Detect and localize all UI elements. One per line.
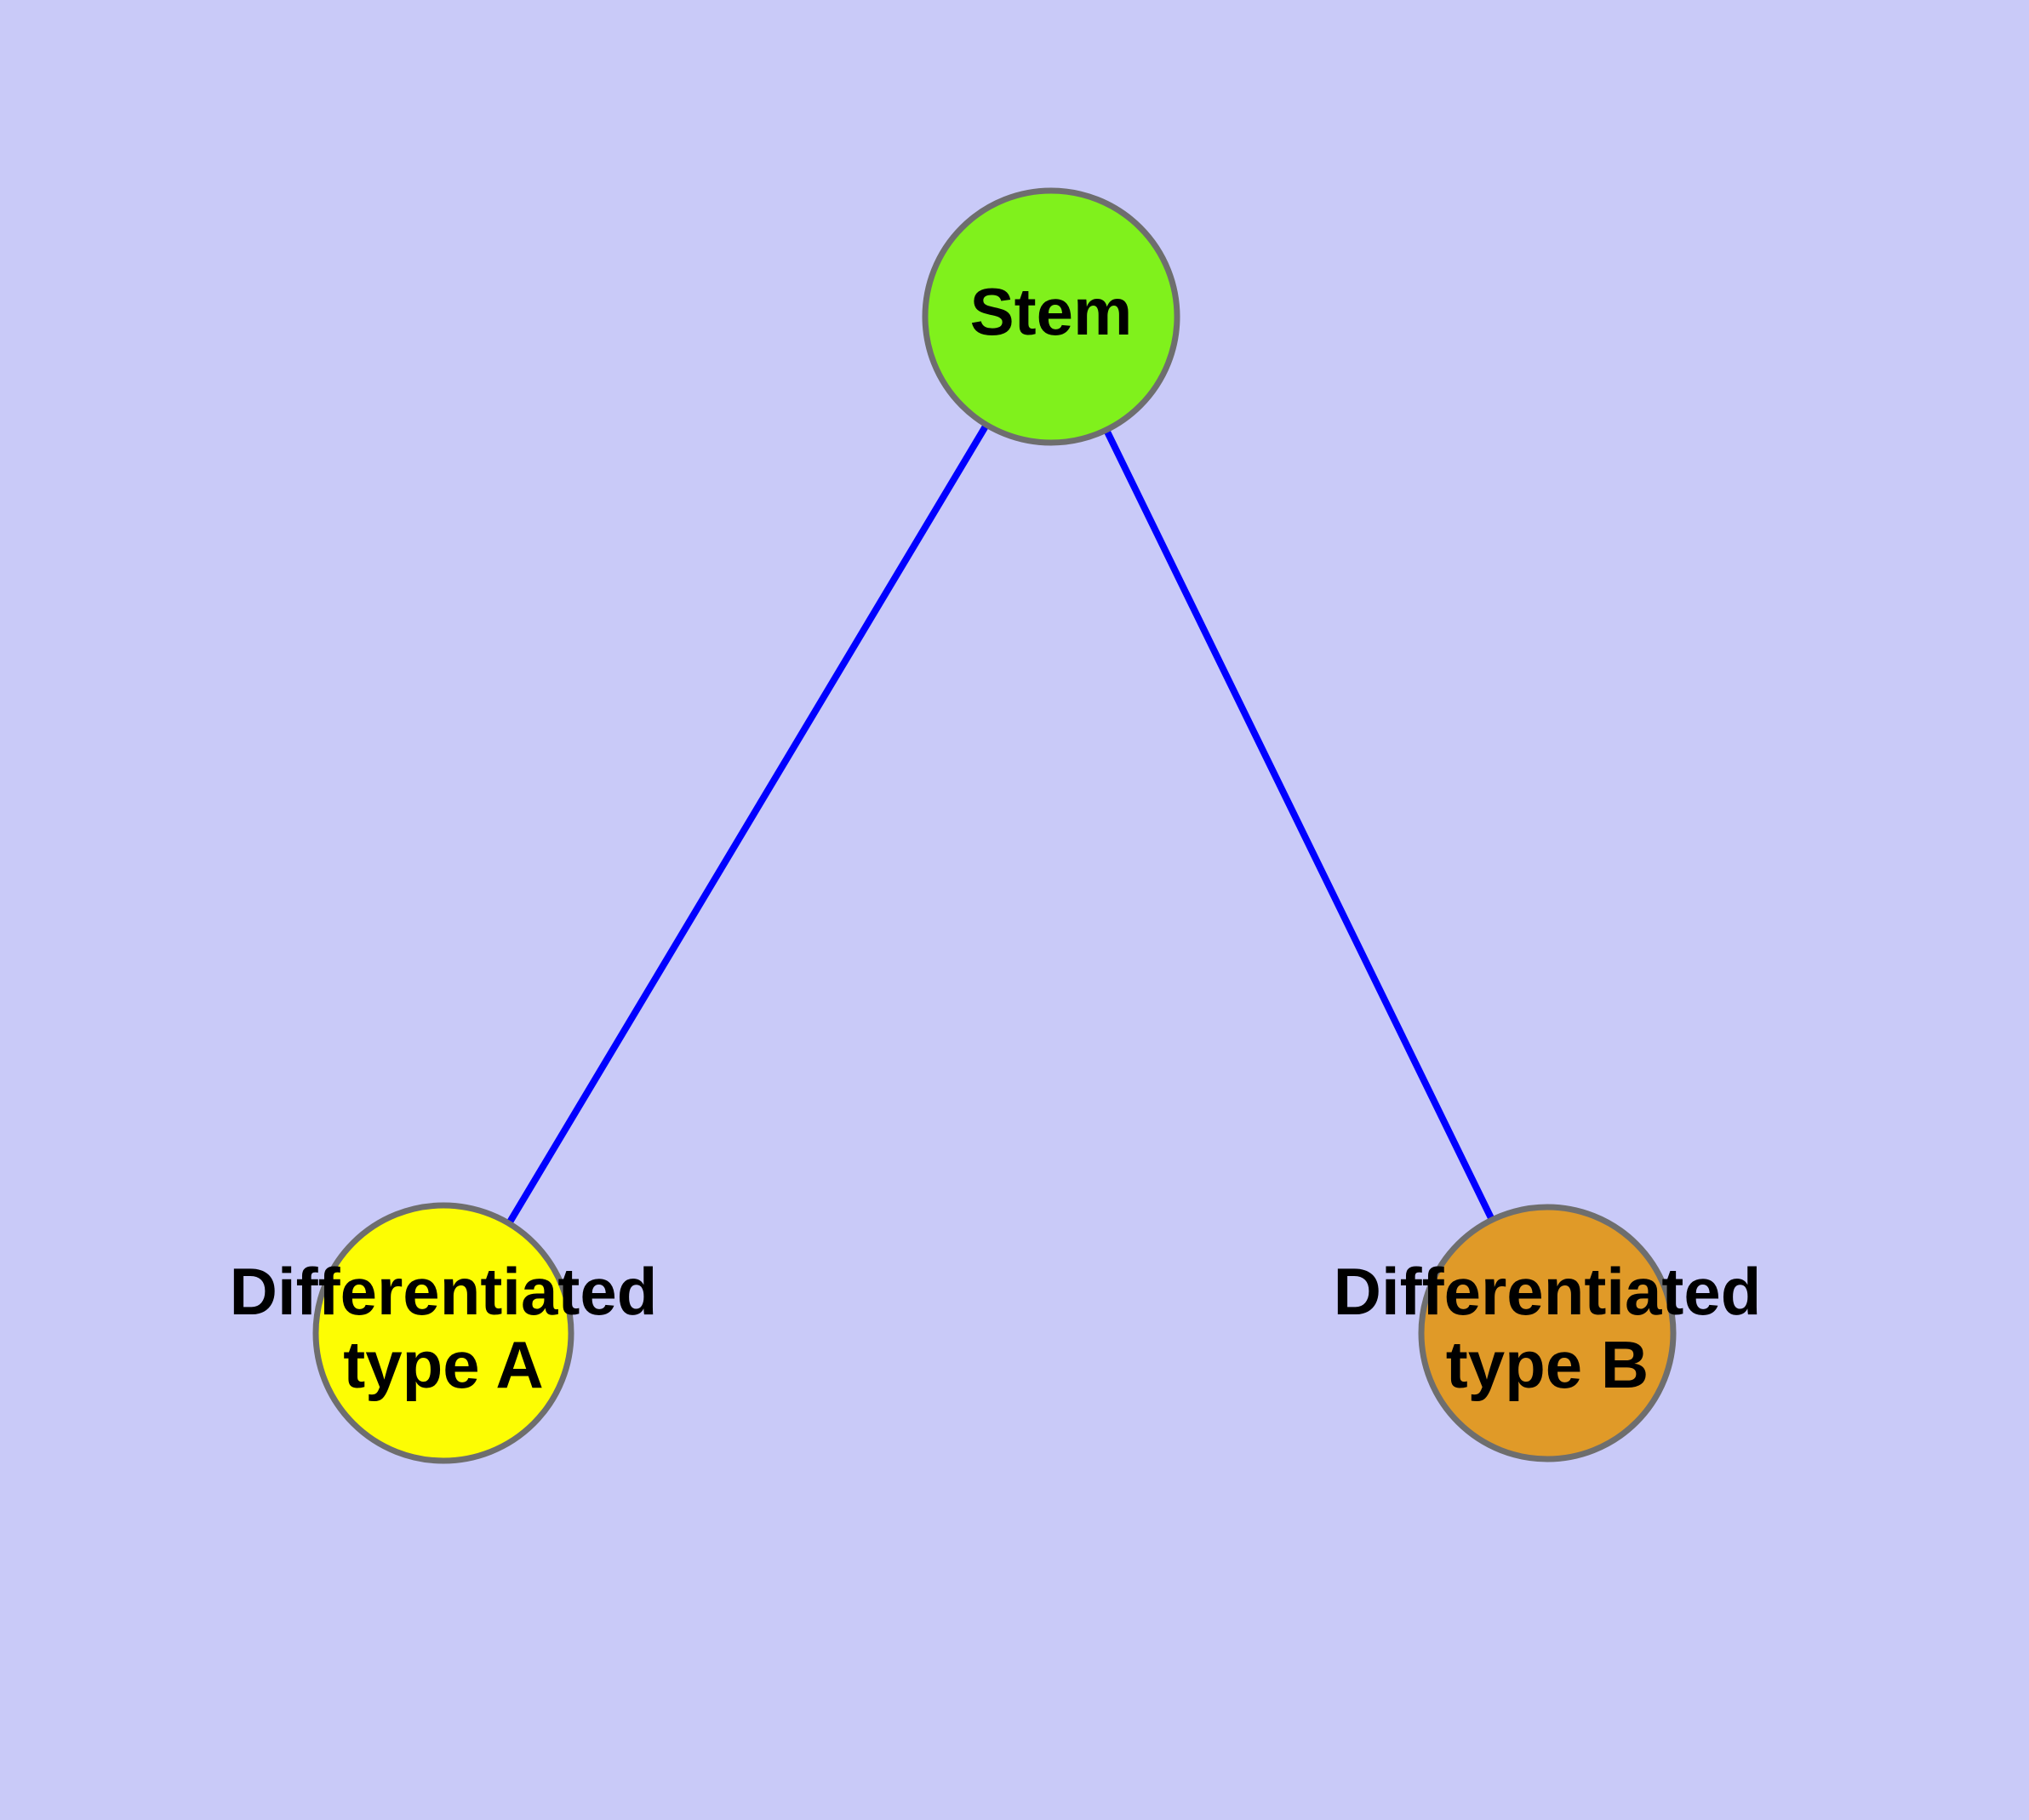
edge-stem-to-diff-b[interactable] (1104, 430, 1495, 1220)
node-label-line: type B (1446, 1327, 1649, 1402)
node-label-stem: Stem (970, 274, 1133, 349)
node-diff_a[interactable] (312, 1202, 574, 1464)
edges-group (506, 424, 1495, 1224)
edge-stem-to-diff-a[interactable] (506, 424, 989, 1224)
node-label-line: type A (343, 1327, 544, 1402)
nodes-group (312, 187, 1677, 1464)
node-label-line: Stem (970, 274, 1133, 349)
node-stem[interactable] (922, 187, 1180, 446)
node-diff_b[interactable] (1418, 1204, 1677, 1462)
node-label-line: Differentiated (1334, 1254, 1762, 1329)
node-label-line: Differentiated (230, 1254, 658, 1329)
